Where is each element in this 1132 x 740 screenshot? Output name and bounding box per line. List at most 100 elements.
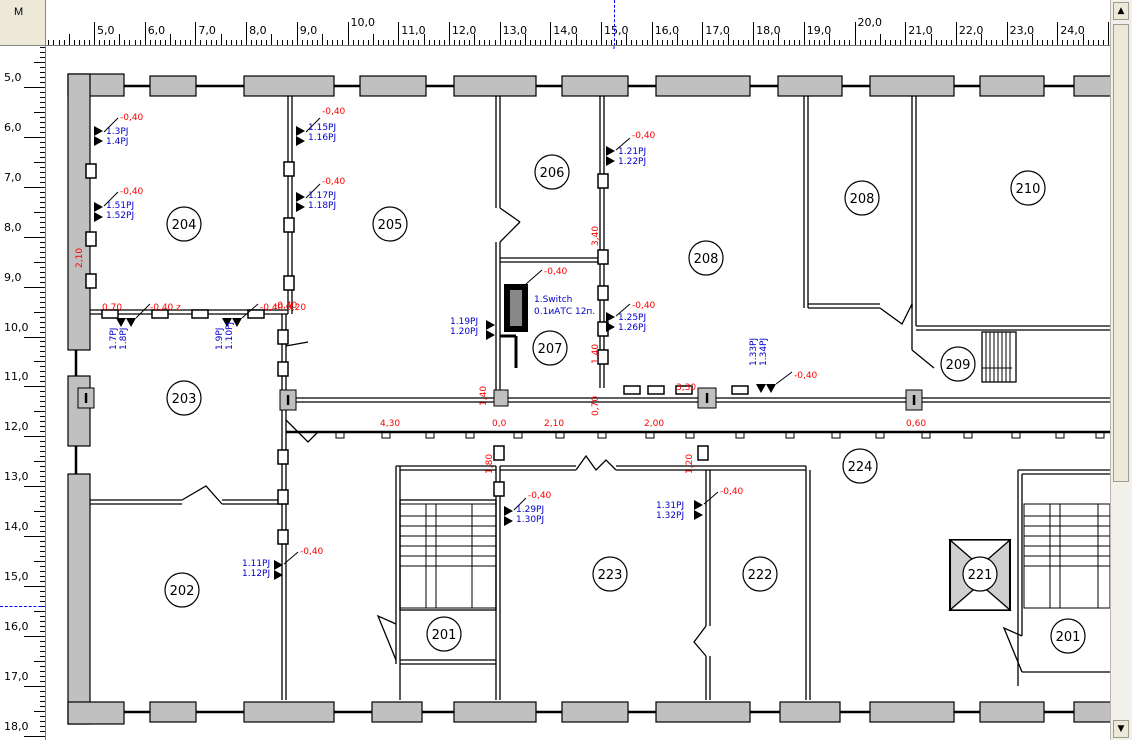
socket-label: 1.30РЈ [516,515,544,525]
ruler-minor-tick [40,421,45,423]
ruler-minor-tick [40,321,45,323]
socket-label: 1.9РЈ [215,328,225,350]
ruler-major-tick [24,286,45,288]
ruler-major-tick [24,136,45,138]
ruler-major-tick [499,22,501,45]
ruler-minor-tick [996,40,998,45]
ruler-minor-tick [40,466,45,468]
ruler-minor-tick [560,40,562,45]
scroll-thumb[interactable] [1113,24,1129,482]
ruler-minor-tick [40,600,45,602]
ruler-minor-tick [40,700,45,702]
ruler-minor-tick [40,526,45,528]
ruler-major-tick [24,685,45,687]
ruler-minor-tick [504,40,506,45]
ruler-major-tick [651,22,653,45]
ruler-x-label: 11,0 [401,24,426,37]
ruler-minor-tick [129,40,131,45]
ruler-major-tick [24,87,45,88]
ruler-minor-tick [40,431,45,433]
ruler-minor-tick [40,351,45,353]
ruler-minor-tick [829,34,831,45]
switch-label: 1.Switch [534,295,572,305]
level-mark: -0,40 z [150,303,181,313]
ruler-minor-tick [58,40,60,45]
ruler-x-label: 10,0 [350,16,376,29]
ruler-minor-tick [915,40,917,45]
room-number: 201 [432,628,457,643]
ruler-major-tick [94,22,95,45]
socket-label: 1.51РЈ [106,201,134,211]
ruler-minor-tick [40,181,45,183]
ruler-minor-tick [1087,40,1089,45]
ruler-y-label: 16,0 [4,619,29,633]
ruler-minor-tick [874,40,876,45]
ruler-minor-tick [388,40,390,45]
ruler-minor-tick [687,40,689,45]
ruler-x-label: 16,0 [654,24,680,37]
ruler-minor-tick [423,34,425,45]
ruler-minor-tick [40,121,45,123]
ruler-minor-tick [40,590,45,592]
ruler-minor-tick [540,40,542,45]
dimension-label: 0,70 [591,396,601,416]
socket-label: 1.8РЈ [119,328,129,350]
ruler-minor-tick [40,730,45,732]
ruler-minor-tick [40,481,45,483]
ruler-minor-tick [742,40,744,45]
room-marker [844,180,880,216]
level-mark: -0,40 [632,131,656,141]
socket-label: 1.33РЈ [749,338,759,366]
dimension-label: 1,40 [479,386,489,406]
ruler-minor-tick [819,40,820,45]
ruler-minor-tick [813,40,815,45]
ruler-minor-tick [40,346,45,348]
ruler-minor-tick [40,67,45,69]
ruler-minor-tick [768,40,770,45]
ruler-x-label: 23,0 [1009,24,1035,37]
ruler-minor-tick [40,670,45,672]
ruler-x-label: 6,0 [147,24,166,37]
ruler-major-tick [296,22,298,45]
ruler-minor-tick [418,40,420,45]
vertical-scrollbar[interactable]: ▲ ▼ [1110,0,1132,740]
ruler-minor-tick [1016,40,1018,45]
ruler-minor-tick [40,720,45,722]
ruler-minor-tick [251,40,253,45]
ruler-minor-tick [40,401,45,403]
dimension-label: 1,40 [591,344,601,364]
ruler-minor-tick [646,40,648,45]
ruler-minor-tick [712,40,714,45]
ruler-minor-tick [966,40,968,45]
ruler-minor-tick [631,40,633,45]
socket-label: 1.29РЈ [516,505,544,515]
dimension-label: 4,30 [380,419,400,429]
ruler-minor-tick [971,40,973,45]
ruler-minor-tick [611,40,613,45]
ruler-minor-tick [271,34,273,45]
ruler-y-label: 11,0 [4,370,29,384]
scroll-up-button[interactable]: ▲ [1113,2,1129,20]
ruler-minor-tick [40,406,45,408]
ruler-minor-tick [839,40,841,45]
ruler-major-tick [702,22,704,45]
ruler-minor-tick [40,126,45,128]
ruler-minor-tick [763,40,765,45]
room-number: 224 [848,460,873,475]
ruler-y-label: 17,0 [4,669,29,683]
ruler-major-tick [24,635,45,637]
ruler-minor-tick [170,34,172,45]
ruler-minor-tick [40,381,45,383]
scroll-down-button[interactable]: ▼ [1113,720,1129,738]
wall-segments: I I I I [77,161,923,545]
ruler-minor-tick [40,665,45,667]
ruler-minor-tick [40,675,45,677]
room-number: 208 [850,192,875,207]
ruler-minor-tick [590,40,592,45]
ruler-x-label: 8,0 [249,24,267,37]
socket-label: 1.4РЈ [106,137,128,147]
dimension-label: 0,20 [286,303,306,313]
